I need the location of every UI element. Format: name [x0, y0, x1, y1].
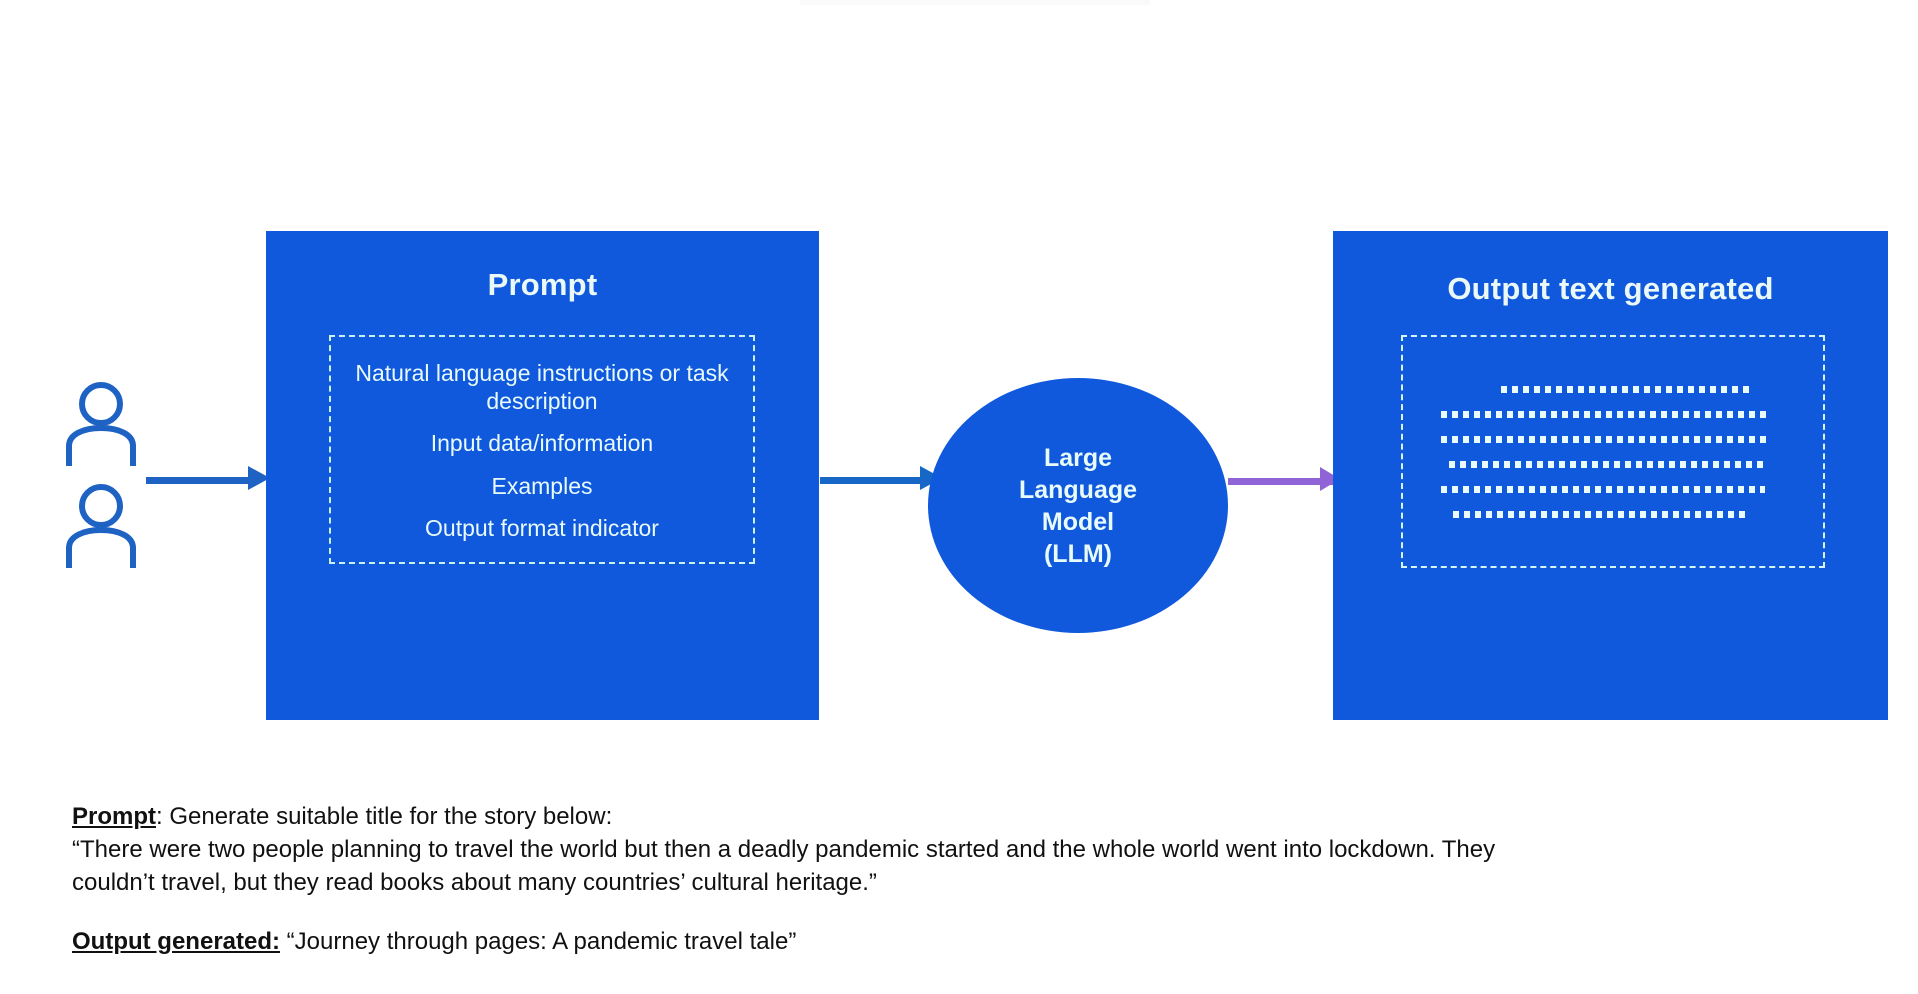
llm-node-label: Large Language Model (LLM)	[1019, 442, 1137, 570]
arrow-users-to-prompt-head	[248, 466, 270, 490]
output-placeholder-line	[1449, 460, 1765, 468]
prompt-item-input-data: Input data/information	[430, 430, 654, 457]
caption-prompt-label: Prompt	[72, 803, 156, 830]
caption-prompt-rest: : Generate suitable title for the story …	[156, 803, 613, 830]
prompt-item-examples: Examples	[491, 472, 593, 499]
output-placeholder-line	[1501, 385, 1753, 393]
llm-node: Large Language Model (LLM)	[928, 378, 1228, 633]
users-group	[62, 380, 152, 570]
output-block: Output text generated	[1333, 231, 1888, 720]
llm-label-line-2: Language	[1018, 475, 1138, 504]
arrow-prompt-to-llm	[820, 477, 928, 484]
caption-story-line-2: couldn’t travel, but they read books abo…	[72, 869, 877, 897]
prompt-components-dashed-box: Natural language instructions or task de…	[329, 335, 755, 564]
arrow-llm-to-output	[1228, 478, 1336, 485]
prompt-item-output-format: Output format indicator	[425, 514, 659, 541]
output-placeholder-line	[1441, 485, 1765, 493]
llm-label-line-4: (LLM)	[1043, 539, 1112, 568]
caption-block: Prompt: Generate suitable title for the …	[72, 800, 1862, 958]
output-block-title: Output text generated	[1447, 271, 1774, 306]
caption-prompt-line: Prompt: Generate suitable title for the …	[72, 800, 1862, 833]
user-person-icon	[62, 482, 140, 568]
user-person-icon	[62, 380, 140, 466]
output-placeholder-line	[1441, 435, 1769, 443]
prompt-item-instructions: Natural language instructions or task de…	[355, 360, 729, 415]
caption-output-line: Output generated: “Journey through pages…	[72, 925, 1862, 958]
caption-story-line-1: “There were two people planning to trave…	[72, 836, 1496, 864]
llm-label-line-1: Large	[1043, 443, 1113, 472]
output-placeholder-line	[1453, 510, 1745, 518]
output-placeholder-line	[1441, 410, 1769, 418]
caption-output-rest: “Journey through pages: A pandemic trave…	[280, 928, 797, 956]
prompt-block: Prompt Natural language instructions or …	[266, 231, 819, 720]
arrow-users-to-prompt	[146, 477, 254, 484]
top-edge-band	[800, 0, 1150, 5]
prompt-block-title: Prompt	[487, 267, 598, 302]
caption-spacer	[72, 899, 1862, 925]
llm-label-line-3: Model	[1041, 507, 1115, 536]
output-text-dashed-box	[1401, 335, 1825, 568]
caption-output-label: Output generated:	[72, 928, 280, 956]
